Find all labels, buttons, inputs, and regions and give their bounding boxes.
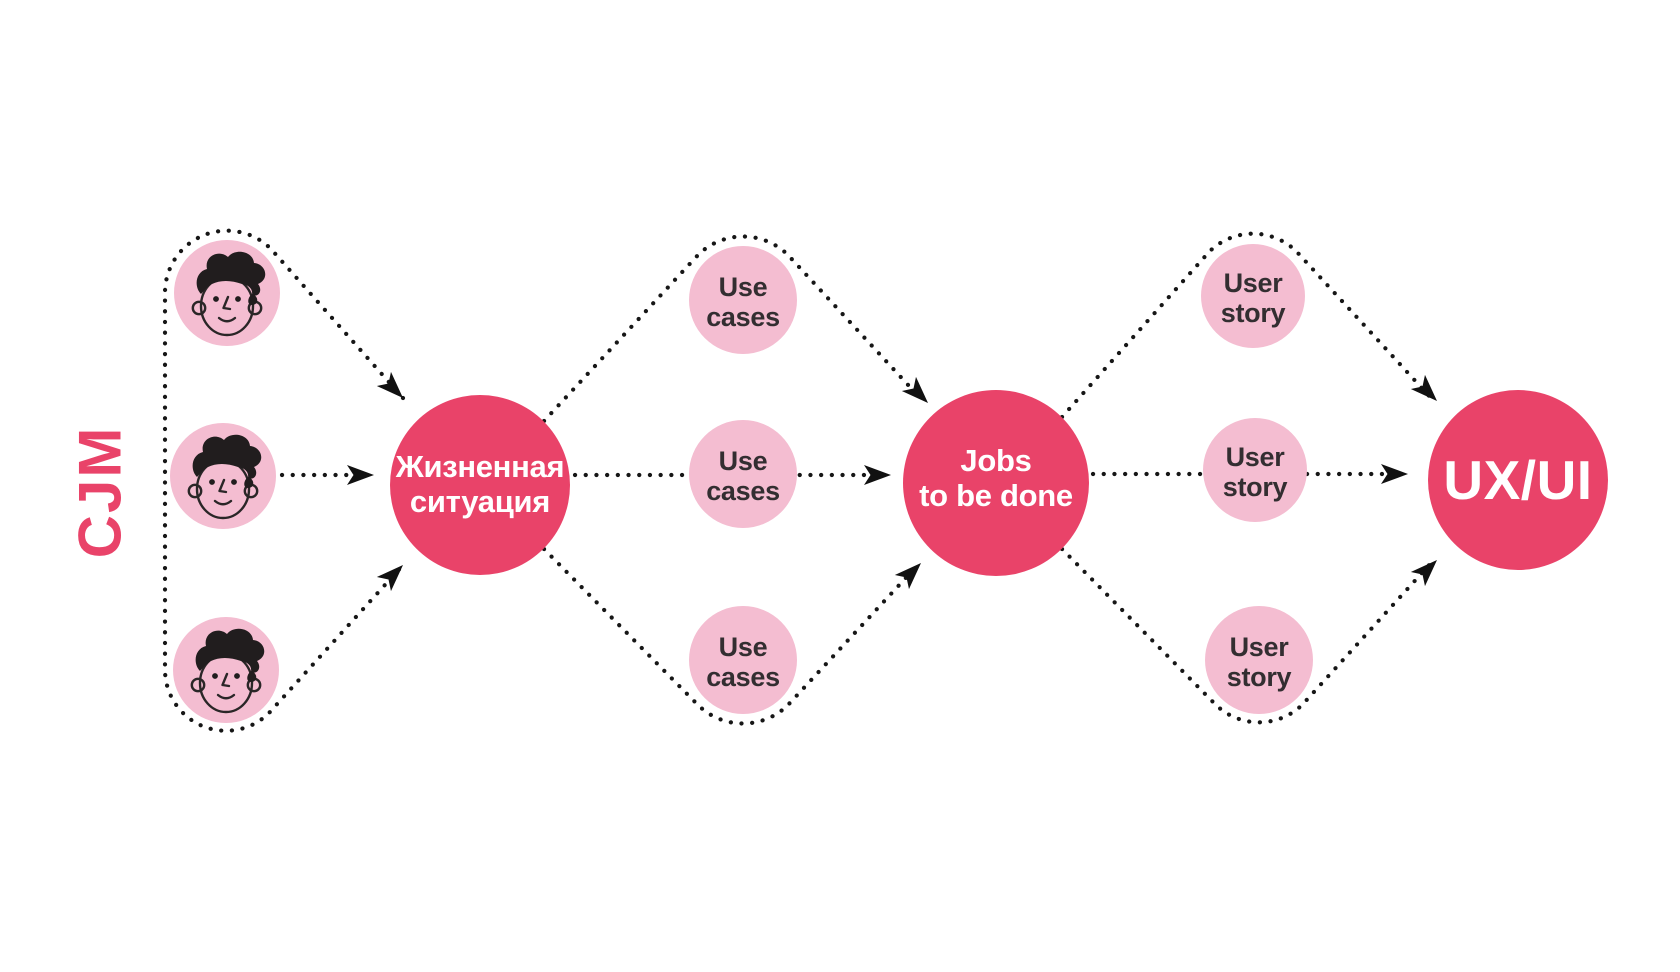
use-cases-bottom-line1: Use bbox=[719, 632, 768, 662]
arrowhead-to-jobs-middle bbox=[864, 465, 891, 485]
arrowheads bbox=[347, 371, 1437, 592]
use-cases-bottom-line2: cases bbox=[706, 662, 780, 692]
node-ux-ui: UX/UI bbox=[1428, 390, 1608, 570]
user-story-middle-line1: User bbox=[1226, 442, 1286, 472]
arrowhead-to-uxui-top bbox=[1410, 374, 1437, 401]
cjm-title: CJM bbox=[67, 426, 134, 559]
life-situation-label-line1: Жизненная bbox=[395, 449, 565, 484]
user-story-top-line1: User bbox=[1224, 268, 1284, 298]
ux-ui-label: UX/UI bbox=[1443, 449, 1592, 511]
use-cases-top-line2: cases bbox=[706, 302, 780, 332]
user-story-bottom-line1: User bbox=[1230, 632, 1290, 662]
connector-userstory-top bbox=[1059, 231, 1434, 420]
use-cases-circle-top bbox=[689, 246, 797, 354]
use-cases-middle-line1: Use bbox=[719, 446, 768, 476]
arrowhead-to-jobs-top bbox=[901, 376, 928, 403]
node-jobs-to-be-done: Jobs to be done bbox=[903, 390, 1089, 576]
persona-circle-bottom bbox=[173, 617, 279, 723]
user-story-top-line2: story bbox=[1221, 298, 1286, 328]
persona-circle-middle bbox=[170, 423, 276, 529]
connector-userstory-bottom bbox=[1059, 546, 1434, 725]
connector-usecase-top bbox=[541, 234, 925, 424]
jobs-circle bbox=[903, 390, 1089, 576]
connector-personas-bracket bbox=[162, 228, 406, 733]
life-situation-label-line2: ситуация bbox=[410, 484, 550, 519]
life-situation-circle bbox=[390, 395, 570, 575]
use-cases-middle-line2: cases bbox=[706, 476, 780, 506]
arrowhead-to-uxui-bottom bbox=[1410, 560, 1437, 587]
jobs-label-line2: to be done bbox=[919, 478, 1073, 513]
use-cases-top-line1: Use bbox=[719, 272, 768, 302]
connector-usecase-bottom bbox=[541, 546, 918, 726]
user-story-circle-top bbox=[1201, 244, 1305, 348]
ux-ui-circle bbox=[1428, 390, 1608, 570]
arrowhead-to-life-middle bbox=[347, 465, 374, 485]
node-life-situation: Жизненная ситуация bbox=[390, 395, 570, 575]
use-cases-circle-middle bbox=[689, 420, 797, 528]
jobs-label-line1: Jobs bbox=[960, 443, 1031, 478]
user-story-group: User story User story User story bbox=[1201, 244, 1313, 714]
arrowhead-to-jobs-bottom bbox=[894, 563, 921, 590]
user-story-circle-middle bbox=[1203, 418, 1307, 522]
user-story-bottom-line2: story bbox=[1227, 662, 1292, 692]
user-story-middle-line2: story bbox=[1223, 472, 1288, 502]
use-cases-circle-bottom bbox=[689, 606, 797, 714]
arrowhead-to-uxui-middle bbox=[1381, 464, 1408, 484]
persona-circle-top bbox=[174, 240, 280, 346]
user-story-circle-bottom bbox=[1205, 606, 1313, 714]
arrowhead-to-life-bottom bbox=[376, 565, 403, 592]
arrowhead-to-life-top bbox=[376, 371, 403, 398]
use-cases-group: Use cases Use cases Use cases bbox=[689, 246, 797, 714]
persona-group bbox=[170, 240, 280, 723]
